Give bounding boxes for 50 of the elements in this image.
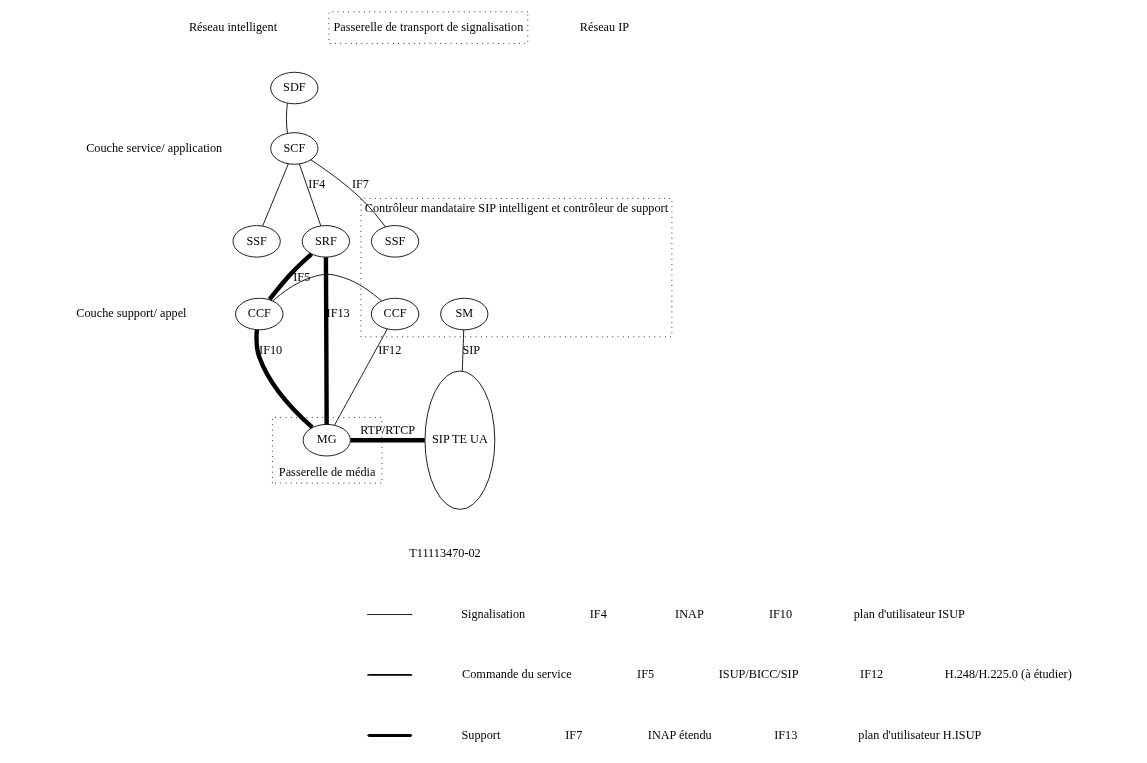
label: IF5 — [636, 667, 654, 682]
label: INAP — [674, 606, 704, 621]
edge-label: IF7 — [351, 177, 369, 192]
node-ellipse: CCF — [234, 297, 283, 331]
label: IF13 — [773, 727, 797, 742]
connector — [267, 252, 313, 301]
legend-label: Signalisation — [460, 606, 525, 621]
connector — [285, 102, 288, 134]
connector — [298, 163, 321, 227]
label: H.248/H.225.0 (à étudier) — [944, 667, 1072, 682]
edge-label: IF12 — [377, 342, 401, 357]
edge-label: IF5 — [292, 269, 310, 284]
node-ellipse: SSF — [370, 225, 419, 258]
node-ellipse: SM — [439, 297, 488, 331]
connector — [333, 328, 388, 426]
label: ISUP/BICC/SIP — [718, 667, 798, 682]
edge-label: RTP/RTCP — [359, 423, 415, 438]
connector — [461, 329, 464, 372]
edge-label: IF10 — [258, 342, 282, 357]
connector — [253, 329, 314, 430]
node-ellipse: SDF — [269, 71, 318, 105]
label: T11113470-02 — [408, 546, 481, 561]
label: Couche support/ appel — [75, 306, 187, 321]
edge-label: IF4 — [307, 177, 325, 192]
label: Couche service/ application — [85, 140, 222, 155]
label: plan d'utilisateur ISUP — [853, 606, 965, 621]
connector — [323, 257, 329, 425]
label: Réseau IP — [579, 19, 629, 34]
label: IF4 — [589, 606, 607, 621]
connector — [309, 159, 386, 228]
edge-label: IF13 — [326, 306, 350, 321]
label: Réseau intelligent — [188, 19, 277, 34]
node-ellipse: SRF — [301, 225, 350, 258]
label: IF7 — [564, 727, 582, 742]
node-ellipse: SCF — [269, 132, 318, 165]
node-box: Passerelle de transport de signalisation — [328, 11, 528, 44]
node-ellipse: MG — [302, 424, 351, 457]
connector — [350, 438, 425, 443]
label: IF10 — [768, 606, 792, 621]
edge-label: SIP — [461, 342, 480, 357]
connector — [261, 163, 289, 227]
node-ellipse: SIP TE UA — [424, 370, 495, 510]
legend-label: Commande du service — [461, 667, 572, 682]
label: IF12 — [859, 667, 883, 682]
connector — [271, 273, 382, 302]
node-ellipse: SSF — [232, 225, 281, 258]
label: INAP étendu — [647, 727, 712, 742]
label: plan d'utilisateur H.ISUP — [857, 727, 981, 742]
node-ellipse: CCF — [370, 297, 419, 331]
legend-label: Support — [461, 727, 500, 742]
